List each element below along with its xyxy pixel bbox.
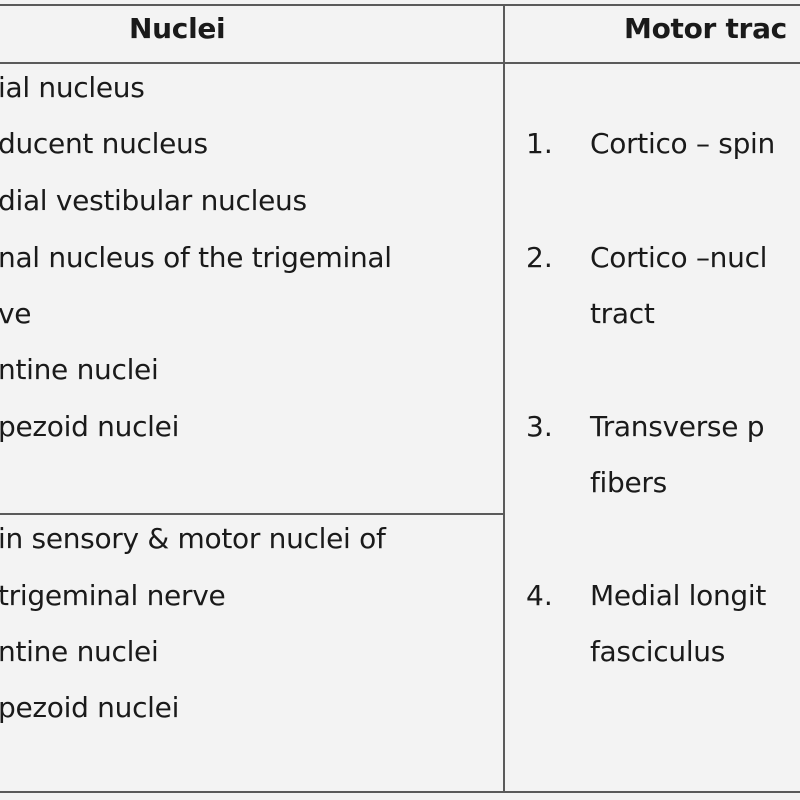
motor-tract-number: 1. bbox=[526, 127, 553, 160]
table-bottom-border bbox=[0, 791, 800, 793]
nuclei-upper-item: ial nucleus bbox=[0, 71, 145, 104]
nuclei-upper-item: ve bbox=[0, 297, 32, 330]
motor-tract-label: Cortico –nucl bbox=[590, 241, 768, 274]
nuclei-upper-item: ducent nucleus bbox=[0, 127, 208, 160]
motor-tract-label-continued: fasciculus bbox=[590, 635, 726, 668]
motor-tract-label: Transverse p bbox=[590, 410, 765, 443]
table-top-border bbox=[0, 4, 800, 6]
motor-tract-label: Cortico – spin bbox=[590, 127, 775, 160]
header-bottom-border bbox=[0, 62, 800, 64]
nuclei-upper-item: nal nucleus of the trigeminal bbox=[0, 241, 392, 274]
nuclei-lower-item: in sensory & motor nuclei of bbox=[0, 522, 386, 555]
motor-tract-number: 3. bbox=[526, 410, 553, 443]
motor-tract-label: Medial longit bbox=[590, 579, 767, 612]
motor-tract-label-continued: tract bbox=[590, 297, 655, 330]
column-divider bbox=[503, 4, 505, 793]
nuclei-lower-item: trigeminal nerve bbox=[0, 579, 226, 612]
motor-tract-label-continued: fibers bbox=[590, 466, 667, 499]
nuclei-lower-item: pezoid nuclei bbox=[0, 691, 180, 724]
header-motor-tracts: Motor trac bbox=[624, 12, 787, 45]
nuclei-upper-item: dial vestibular nucleus bbox=[0, 184, 307, 217]
motor-tract-number: 4. bbox=[526, 579, 553, 612]
nuclei-upper-item: pezoid nuclei bbox=[0, 410, 180, 443]
nuclei-row-divider bbox=[0, 513, 505, 515]
nuclei-lower-item: ntine nuclei bbox=[0, 635, 159, 668]
nuclei-upper-item: ntine nuclei bbox=[0, 353, 159, 386]
header-nuclei: Nuclei bbox=[129, 12, 226, 45]
motor-tract-number: 2. bbox=[526, 241, 553, 274]
